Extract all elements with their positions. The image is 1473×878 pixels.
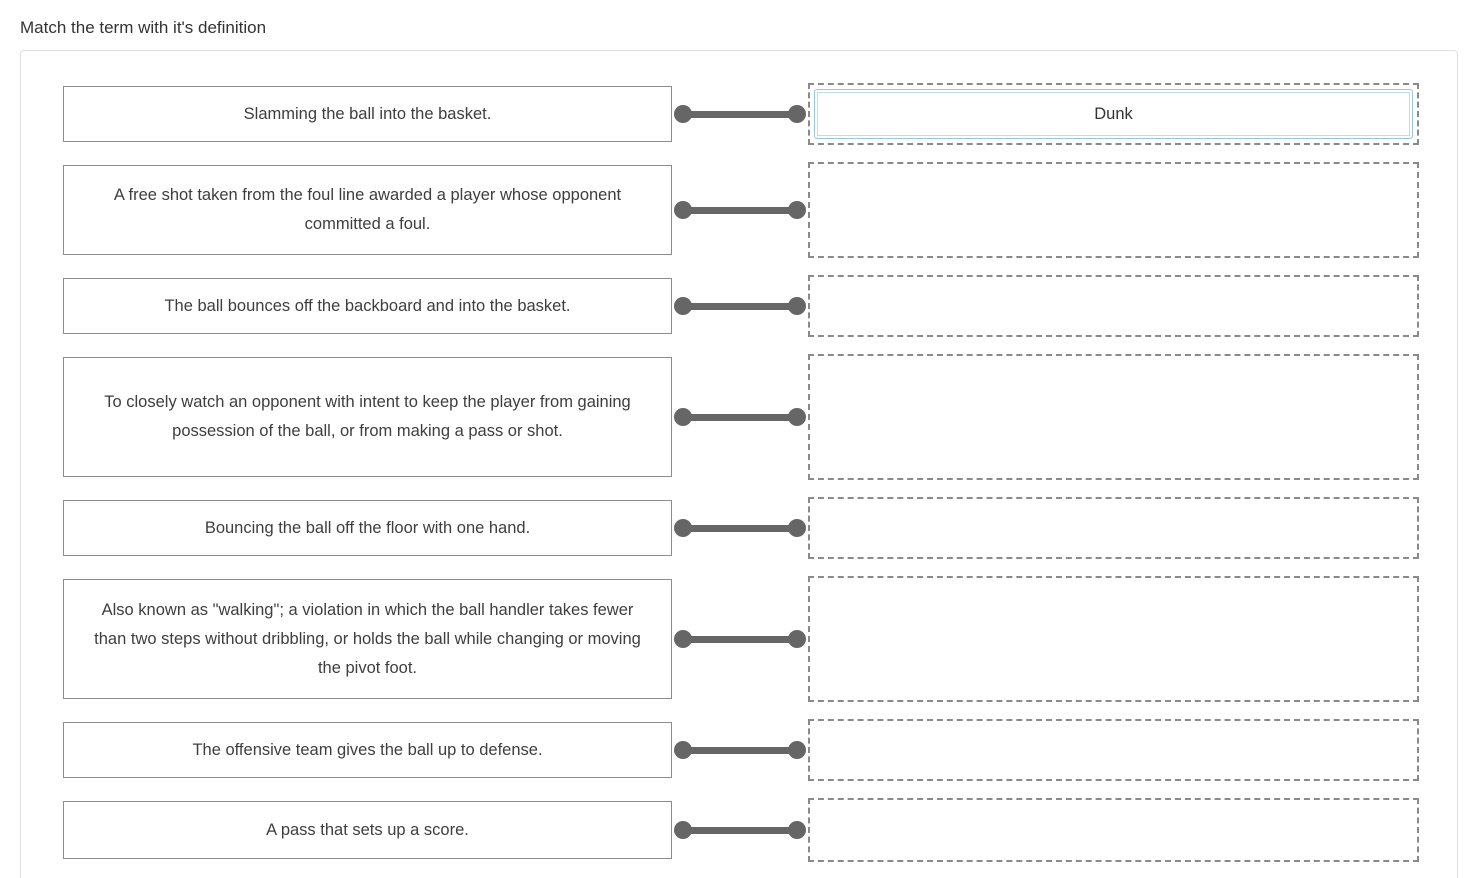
drop-zone[interactable] xyxy=(808,275,1419,337)
connector-bar xyxy=(683,302,797,310)
match-row: A pass that sets up a score. xyxy=(63,798,1419,862)
connector-line xyxy=(672,629,808,649)
connector-bar xyxy=(683,413,797,421)
match-row: Bouncing the ball off the floor with one… xyxy=(63,497,1419,559)
connector-dot-right xyxy=(788,408,806,426)
connector-line xyxy=(672,104,808,124)
drop-zone[interactable]: Dunk xyxy=(808,83,1419,145)
definition-box: The ball bounces off the backboard and i… xyxy=(63,278,672,334)
connector-dot-right xyxy=(788,519,806,537)
connector-dot-right xyxy=(788,741,806,759)
connector-dot-right xyxy=(788,105,806,123)
match-row: Slamming the ball into the basket. Dunk xyxy=(63,83,1419,145)
connector-line xyxy=(672,740,808,760)
connector-bar xyxy=(683,206,797,214)
definition-box: To closely watch an opponent with intent… xyxy=(63,357,672,477)
connector-line xyxy=(672,200,808,220)
connector-bar xyxy=(683,635,797,643)
match-row: A free shot taken from the foul line awa… xyxy=(63,162,1419,258)
connector-dot-right xyxy=(788,297,806,315)
connector-bar xyxy=(683,826,797,834)
connector-bar xyxy=(683,746,797,754)
drop-zone[interactable] xyxy=(808,162,1419,258)
match-row: The ball bounces off the backboard and i… xyxy=(63,275,1419,337)
definition-box: Also known as "walking"; a violation in … xyxy=(63,579,672,699)
connector-line xyxy=(672,518,808,538)
definition-box: Bouncing the ball off the floor with one… xyxy=(63,500,672,556)
definition-box: A pass that sets up a score. xyxy=(63,801,672,859)
connector-bar xyxy=(683,524,797,532)
connector-dot-right xyxy=(788,630,806,648)
page-title: Match the term with it's definition xyxy=(20,18,267,37)
connector-line xyxy=(672,296,808,316)
connector-dot-right xyxy=(788,201,806,219)
definition-box: The offensive team gives the ball up to … xyxy=(63,722,672,778)
drop-zone[interactable] xyxy=(808,719,1419,781)
drop-zone[interactable] xyxy=(808,497,1419,559)
match-row: Also known as "walking"; a violation in … xyxy=(63,576,1419,702)
match-row: The offensive team gives the ball up to … xyxy=(63,719,1419,781)
term-card-dunk[interactable]: Dunk xyxy=(814,89,1413,139)
definition-box: A free shot taken from the foul line awa… xyxy=(63,165,672,255)
drop-zone[interactable] xyxy=(808,798,1419,862)
drop-zone[interactable] xyxy=(808,354,1419,480)
match-row: To closely watch an opponent with intent… xyxy=(63,354,1419,480)
definition-box: Slamming the ball into the basket. xyxy=(63,86,672,142)
connector-bar xyxy=(683,110,797,118)
drop-zone[interactable] xyxy=(808,576,1419,702)
connector-line xyxy=(672,820,808,840)
connector-line xyxy=(672,407,808,427)
matching-exercise-panel: Slamming the ball into the basket. Dunk … xyxy=(20,50,1458,878)
connector-dot-right xyxy=(788,821,806,839)
